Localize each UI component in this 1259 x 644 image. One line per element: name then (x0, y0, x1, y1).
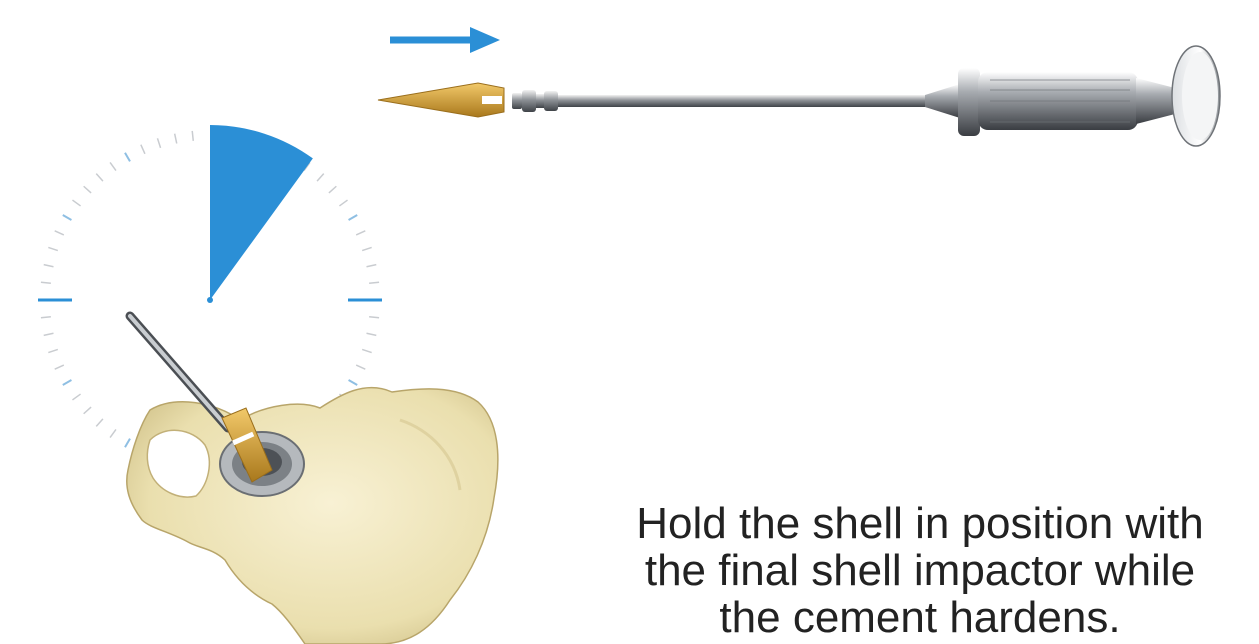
stopwatch-tick (362, 349, 372, 352)
stopwatch-tick (317, 174, 324, 181)
stopwatch-tick (63, 380, 72, 385)
stopwatch-tick (367, 265, 377, 267)
stopwatch-tick (369, 282, 379, 283)
stopwatch-tick (44, 265, 54, 267)
stopwatch-tick (72, 200, 80, 206)
instruction-caption: Hold the shell in position with the fina… (560, 500, 1259, 641)
stopwatch-tick (41, 282, 51, 283)
stopwatch-tick (48, 349, 58, 352)
stopwatch-tick (192, 131, 193, 141)
stopwatch-tick (356, 231, 365, 235)
stopwatch-tick (110, 429, 116, 437)
stopwatch-tick (110, 162, 116, 170)
stopwatch-tick (96, 174, 103, 181)
stopwatch-tick (41, 317, 51, 318)
arrow-right-icon (390, 27, 500, 53)
stopwatch-tick (44, 333, 54, 335)
stopwatch-tick (362, 247, 372, 250)
stopwatch-tick (72, 394, 80, 400)
stopwatch-tick (329, 186, 336, 193)
stopwatch-tick (84, 186, 91, 193)
stopwatch-tick (48, 247, 58, 250)
impactor-tip-illustration (378, 83, 504, 117)
stopwatch-center (207, 297, 213, 303)
stopwatch-tick (369, 317, 379, 318)
shell-impactor-illustration (512, 46, 1220, 146)
stopwatch-tick (349, 215, 358, 220)
stopwatch-tick (141, 145, 145, 154)
stopwatch-tick (84, 407, 91, 414)
stopwatch-tick (367, 333, 377, 335)
stopwatch-tick (339, 200, 347, 206)
stopwatch-tick (125, 439, 130, 448)
stopwatch-tick (55, 231, 64, 235)
stopwatch-tick (175, 134, 177, 144)
stopwatch-tick (96, 419, 103, 426)
stopwatch-tick (356, 365, 365, 369)
elapsed-time-wedge (210, 125, 313, 300)
stopwatch-tick (63, 215, 72, 220)
stopwatch-tick (157, 138, 160, 148)
stopwatch-tick (125, 153, 130, 162)
pelvis-illustration (127, 316, 498, 644)
stopwatch-tick (349, 380, 358, 385)
stopwatch-tick (55, 365, 64, 369)
